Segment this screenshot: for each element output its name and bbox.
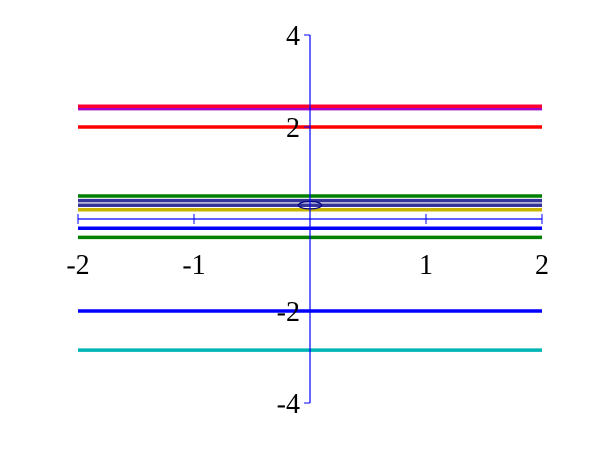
- x-tick-label: -1: [182, 250, 205, 281]
- y-tick-label: -2: [277, 297, 300, 328]
- axes-layer: [77, 34, 543, 404]
- tick-labels-layer: -2 -1 1 2 4 2 -2 -4: [66, 21, 549, 420]
- y-tick-label: 2: [286, 113, 300, 144]
- x-tick-label: 2: [535, 250, 549, 281]
- x-tick-label: 1: [419, 250, 433, 281]
- y-tick-label: 4: [286, 21, 300, 52]
- y-tick-label: -4: [277, 389, 300, 420]
- x-tick-label: -2: [66, 250, 89, 281]
